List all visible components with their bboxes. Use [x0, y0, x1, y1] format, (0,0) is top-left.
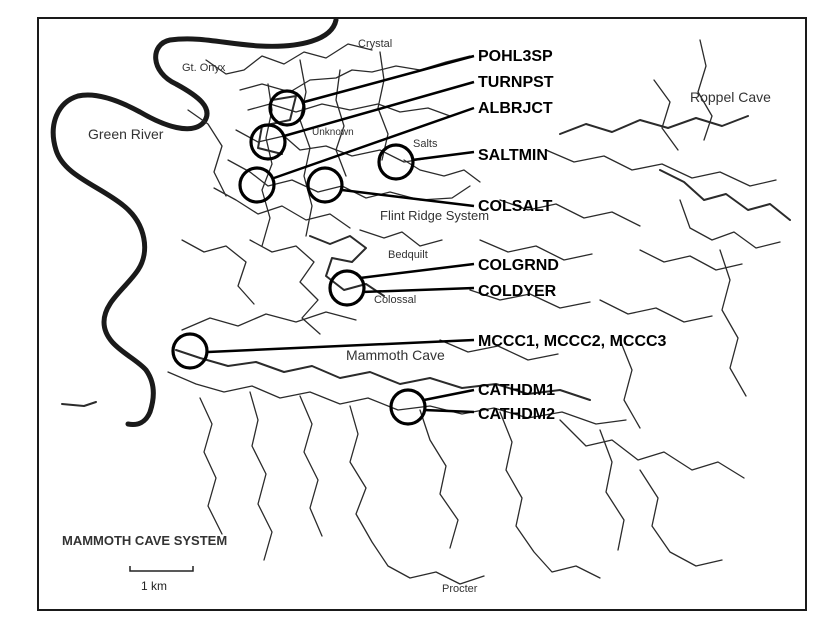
site-circle-turnpst: [249, 123, 287, 161]
site-label-albrjct: ALBRJCT: [478, 100, 553, 117]
area-label-unknown: Unknown: [312, 127, 354, 138]
leader-turnpst: [283, 80, 475, 138]
area-label-salts: Salts: [413, 138, 438, 150]
leader-cathdm1: [423, 388, 475, 402]
site-circle-colgrnd-coldyer: [328, 269, 366, 307]
site-label-cathdm1: CATHDM1: [478, 382, 555, 399]
leader-cathdm2: [423, 408, 475, 414]
site-circle-mccc: [171, 332, 209, 370]
leader-pohl3sp: [303, 54, 475, 104]
area-label-crystal: Crystal: [358, 38, 392, 50]
site-label-saltmin: SALTMIN: [478, 147, 548, 164]
site-label-cathdm2: CATHDM2: [478, 406, 555, 423]
area-label-green-river: Green River: [88, 126, 164, 142]
site-label-turnpst: TURNPST: [478, 74, 554, 91]
area-label-bedquilt: Bedquilt: [388, 249, 428, 261]
leader-mccc: [207, 338, 475, 354]
site-label-colsalt: COLSALT: [478, 198, 553, 215]
scale-bar: 1 km: [129, 566, 194, 593]
leader-coldyer: [361, 286, 475, 294]
map-title: MAMMOTH CAVE SYSTEM: [62, 533, 227, 548]
leader-colgrnd: [359, 262, 475, 280]
leader-albrjct: [273, 106, 475, 180]
area-label-procter: Procter: [442, 583, 478, 595]
area-label-colossal: Colossal: [374, 294, 416, 306]
leader-lines: [207, 54, 475, 414]
site-label-colgrnd: COLGRND: [478, 257, 559, 274]
site-circle-cathdm: [389, 388, 427, 426]
site-label-mccc: MCCC1, MCCC2, MCCC3: [478, 333, 667, 350]
area-label-flint-ridge-system: Flint Ridge System: [380, 208, 489, 223]
leader-saltmin: [411, 150, 475, 162]
site-circle-saltmin: [377, 143, 415, 181]
leader-colsalt: [341, 188, 475, 208]
cave-passages: [167, 39, 791, 585]
site-circle-pohl3sp: [268, 89, 306, 127]
green-river: [50, 17, 339, 427]
site-circle-colsalt: [306, 166, 344, 204]
area-label-roppel-cave: Roppel Cave: [690, 89, 771, 105]
site-markers: [171, 89, 427, 426]
river-outlet: [61, 401, 97, 407]
site-label-pohl3sp: POHL3SP: [478, 48, 553, 65]
area-label-mammoth-cave: Mammoth Cave: [346, 347, 445, 363]
scale-bar-label: 1 km: [141, 579, 167, 593]
area-label-gt-onyx: Gt. Onyx: [182, 62, 226, 74]
map-frame: [37, 17, 807, 611]
site-circle-albrjct: [238, 166, 276, 204]
site-label-coldyer: COLDYER: [478, 283, 557, 300]
